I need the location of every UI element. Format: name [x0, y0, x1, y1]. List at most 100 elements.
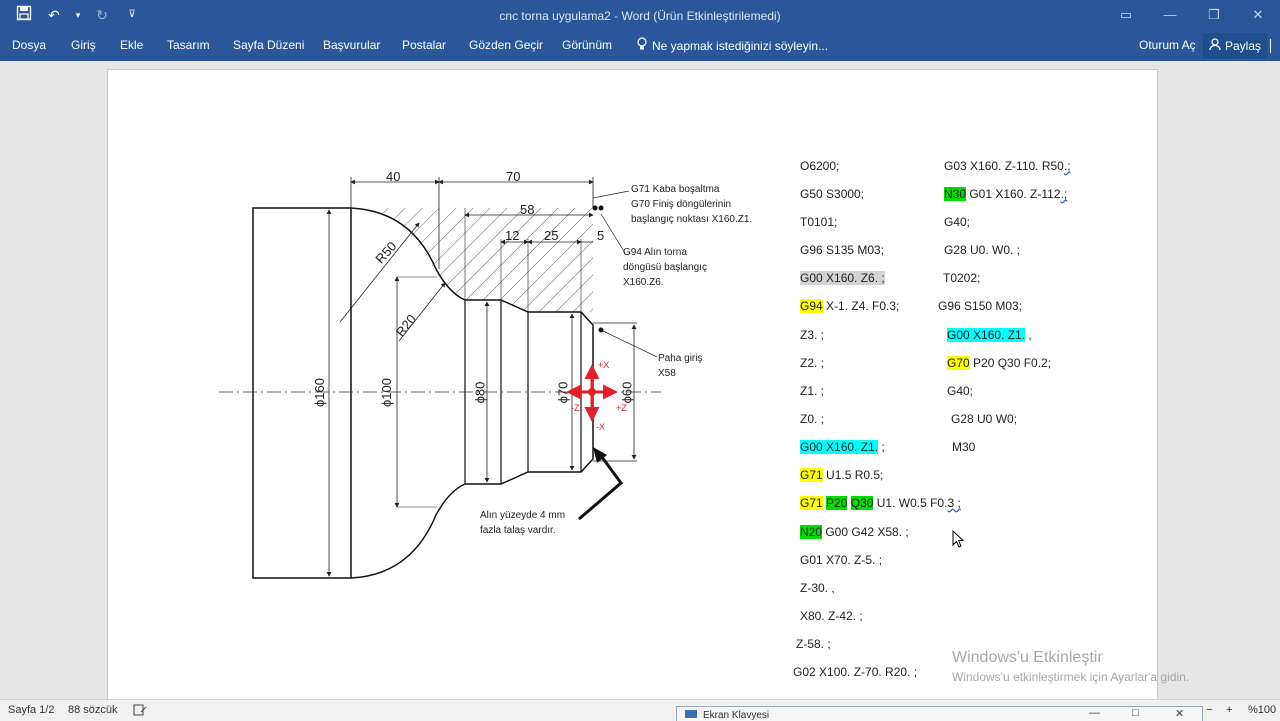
quick-access-toolbar: ↶ ▾ ↻ ⊽ [14, 5, 142, 25]
close-icon[interactable]: ✕ [1252, 7, 1264, 22]
note-g71-line1: G71 Kaba boşaltma [631, 184, 720, 195]
note-paha-line2: X58 [658, 368, 676, 379]
customize-toolbar-icon[interactable]: ⊽ [128, 9, 136, 20]
gcode-line: Z-58. ; [796, 637, 831, 651]
dim-phi60: ϕ60 [619, 381, 635, 404]
zoom-in-icon[interactable]: + [1226, 704, 1233, 716]
tab-view[interactable]: Görünüm [562, 38, 613, 52]
gcode-line: G00 X160. Z1. ; [800, 440, 885, 454]
axis-label-plus-x: +X [598, 360, 610, 370]
gcode-line: G94 X-1. Z4. F0.3; [800, 299, 900, 313]
window-title: cnc torna uygulama2 - Word (Ürün Etkinle… [499, 9, 781, 23]
lightbulb-icon [636, 37, 648, 54]
gcode-line: N30 G01 X160. Z-112.; [944, 187, 1068, 201]
tell-me-text: Ne yapmak istediğinizi söyleyin... [652, 38, 829, 53]
gcode-line: G03 X160. Z-110. R50.; [944, 159, 1071, 173]
tab-layout[interactable]: Sayfa Düzeni [233, 38, 305, 52]
gcode-line: G96 S135 M03; [800, 243, 885, 257]
dim-phi70: ϕ70 [555, 381, 571, 404]
note-paha-line1: Paha giriş [658, 353, 703, 364]
tab-design[interactable]: Tasarım [167, 38, 210, 52]
gcode-line: G02 X100. Z-70. R20. ; [793, 665, 918, 679]
note-alin-line2: fazla talaş vardır. [480, 525, 556, 536]
tab-review[interactable]: Gözden Geçir [469, 38, 544, 52]
person-icon [1209, 38, 1221, 54]
tab-insert[interactable]: Ekle [120, 38, 144, 52]
document-page[interactable]: 40 70 58 12 25 5 R50 R20 ϕ160 ϕ100 ϕ80 ϕ… [107, 69, 1158, 709]
gcode-line: G28 U0. W0. ; [944, 243, 1021, 257]
save-icon[interactable] [14, 5, 34, 25]
gcode-line: Z2. ; [800, 356, 825, 370]
close-icon[interactable]: ✕ [1175, 708, 1185, 720]
hatched-region [373, 208, 593, 312]
dim-phi100: ϕ100 [378, 378, 394, 407]
zoom-level[interactable]: %100 [1248, 704, 1277, 716]
activation-title: Windows'u Etkinleştir [952, 649, 1103, 666]
minimize-icon[interactable]: — [1089, 707, 1100, 719]
sign-in-link[interactable]: Oturum Aç [1139, 38, 1196, 52]
axis-cross [566, 364, 618, 422]
osk-title: Ekran Klavyesi [703, 710, 770, 721]
note-g94-line1: G94 Alın torna [623, 247, 687, 258]
ribbon-tabs: Dosya Giriş Ekle Tasarım Sayfa Düzeni Ba… [0, 31, 1280, 61]
note-g94-line3: X160.Z6. [623, 277, 664, 288]
gcode-line: G70 P20 Q30 F0.2; [947, 356, 1052, 370]
tab-references[interactable]: Başvurular [323, 38, 381, 52]
axis-label-plus-z: +Z [616, 403, 627, 413]
tab-home[interactable]: Giriş [71, 38, 96, 52]
gcode-line: G71 P20 Q30 U1. W0.5 F0.3 ; [800, 496, 961, 510]
gcode-line: N20 G00 G42 X58. ; [800, 525, 909, 539]
word-count[interactable]: 88 sözcük [68, 704, 118, 716]
undo-icon[interactable]: ↶ [48, 7, 60, 23]
gcode-line: G71 U1.5 R0.5; [800, 468, 884, 482]
zoom-out-icon[interactable]: − [1206, 704, 1213, 716]
gcode-line: Z-30. , [800, 581, 835, 595]
minimize-icon[interactable]: — [1163, 7, 1177, 22]
dim-25: 25 [544, 228, 559, 243]
gcode-line: Z3. ; [800, 328, 825, 342]
gcode-line: X80. Z-42. ; [800, 609, 863, 623]
on-screen-keyboard-window[interactable]: Ekran Klavyesi — □ ✕ [676, 706, 1203, 721]
dim-phi80: ϕ80 [472, 381, 488, 404]
dim-58: 58 [520, 202, 535, 217]
gcode-line: G00 X160. Z1. , [947, 328, 1032, 342]
share-label: Paylaş [1224, 39, 1262, 53]
tell-me-search[interactable]: Ne yapmak istediğinizi söyleyin... [636, 37, 828, 54]
stock-block [252, 207, 352, 579]
gcode-line: M30 [952, 440, 976, 454]
note-g71-line2: G70 Finiş döngülerinin [631, 199, 732, 210]
gcode-line: G01 X70. Z-5. ; [800, 553, 883, 567]
dim-12: 12 [505, 228, 520, 243]
dim-40: 40 [386, 169, 401, 184]
tab-file[interactable]: Dosya [12, 38, 47, 52]
maximize-icon[interactable]: □ [1132, 707, 1139, 719]
chevron-down-icon[interactable]: ▾ [75, 10, 81, 20]
window-controls: ▭ — ❐ ✕ [1104, 0, 1280, 30]
proofing-icon[interactable] [133, 704, 147, 719]
dim-phi160: ϕ160 [311, 378, 327, 407]
gcode-line: G40; [947, 384, 974, 398]
page-count[interactable]: Sayfa 1/2 [8, 704, 55, 716]
ribbon-collapse-handle[interactable] [1270, 39, 1277, 53]
lathe-part-drawing [219, 177, 661, 579]
gcode-line: T0202; [943, 271, 981, 285]
share-button[interactable]: Paylaş [1203, 33, 1267, 59]
redo-icon[interactable]: ↻ [96, 7, 108, 23]
tab-mailings[interactable]: Postalar [402, 38, 447, 52]
note-g71-line3: başlangıç noktası X160.Z1. [631, 214, 753, 225]
gcode-line: G40; [944, 215, 971, 229]
gcode-line: Z0. ; [800, 412, 825, 426]
activation-subtitle: Windows'u etkinleştirmek için Ayarlar'a … [952, 670, 1190, 684]
gcode-line: G50 S3000; [800, 187, 865, 201]
title-bar: ↶ ▾ ↻ ⊽ cnc torna uygulama2 - Word (Ürün… [0, 0, 1280, 31]
gcode-line: G96 S150 M03; [938, 299, 1023, 313]
ribbon-display-options-icon[interactable]: ▭ [1119, 7, 1133, 22]
maximize-icon[interactable]: ❐ [1208, 7, 1220, 22]
gcode-line: G28 U0 W0; [951, 412, 1018, 426]
keyboard-icon [685, 710, 697, 718]
windows-activation-watermark: Windows'u Etkinleştir Windows'u etkinleş… [952, 649, 1189, 684]
axis-label-minus-z: -Z [571, 403, 580, 413]
gcode-line: G00 X160. Z6. ; [800, 271, 885, 285]
gcode-line: T0101; [800, 215, 838, 229]
mouse-pointer-icon [952, 529, 965, 553]
